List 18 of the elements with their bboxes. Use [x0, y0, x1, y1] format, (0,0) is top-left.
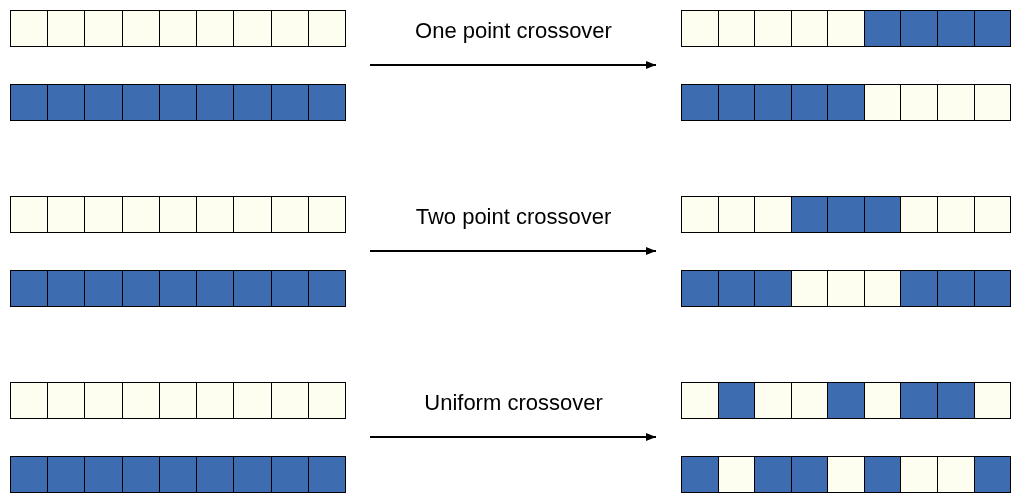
edge-label: Uniform crossover: [424, 390, 603, 416]
arrow: [369, 61, 657, 69]
arrow: [369, 247, 657, 255]
edge-label: One point crossover: [415, 18, 612, 44]
chromosome-bar: [681, 270, 1011, 307]
chromosome-bar: [10, 196, 346, 233]
chromosome-bar: [10, 456, 346, 493]
chromosome-bar: [681, 456, 1011, 493]
edge-label: Two point crossover: [415, 204, 612, 230]
chromosome-bar: [10, 10, 346, 47]
chromosome-bar: [10, 270, 346, 307]
chromosome-bar: [681, 382, 1011, 419]
arrow: [369, 433, 657, 441]
chromosome-bar: [10, 84, 346, 121]
chromosome-bar: [681, 196, 1011, 233]
chromosome-bar: [681, 10, 1011, 47]
chromosome-bar: [681, 84, 1011, 121]
chromosome-bar: [10, 382, 346, 419]
